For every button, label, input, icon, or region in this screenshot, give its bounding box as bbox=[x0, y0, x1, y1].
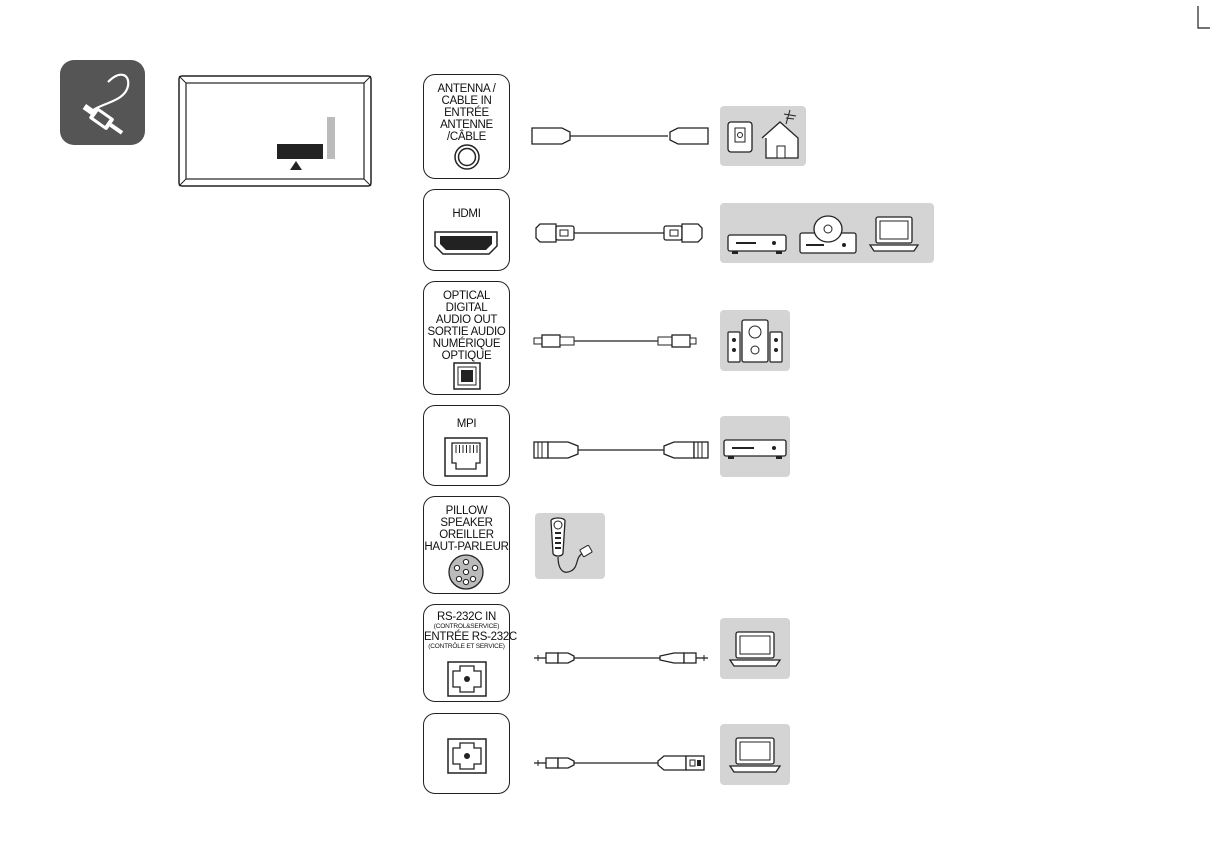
laptop-icon bbox=[868, 215, 920, 253]
port-label-line: ANTENNE bbox=[424, 119, 509, 131]
optical-port-icon bbox=[453, 362, 481, 390]
din-port-icon bbox=[447, 553, 485, 591]
port-antenna: ANTENNA / CABLE IN ENTRÉE ANTENNE /CÂBLE bbox=[423, 74, 510, 179]
port-label-line: RS-232C IN bbox=[424, 611, 509, 623]
port-pillow-speaker: PILLOW SPEAKER OREILLER HAUT-PARLEUR bbox=[423, 496, 510, 594]
port-label-line: SPEAKER bbox=[424, 517, 509, 529]
corner-mark bbox=[1196, 6, 1210, 30]
laptop-icon bbox=[720, 618, 790, 679]
coaxial-cable bbox=[530, 124, 710, 148]
dvd-player-icon bbox=[798, 211, 858, 257]
antenna-house-icon bbox=[720, 106, 806, 166]
port-optical: OPTICAL DIGITAL AUDIO OUT SORTIE AUDIO N… bbox=[423, 281, 510, 395]
port-label-line: CABLE IN bbox=[424, 95, 509, 107]
port-label-line: AUDIO OUT bbox=[424, 314, 509, 326]
port-label-line: ENTRÉE RS-232C bbox=[424, 631, 509, 643]
port-label-line: DIGITAL bbox=[424, 302, 509, 314]
port-label-line: OREILLER bbox=[424, 529, 509, 541]
pillow-speaker-remote-icon bbox=[535, 513, 605, 579]
port-label-line: ANTENNA / bbox=[424, 83, 509, 95]
port-sublabel: (CONTRÔLE ET SERVICE) bbox=[424, 643, 509, 651]
port-label-line: ENTRÉE bbox=[424, 107, 509, 119]
laptop-icon bbox=[720, 724, 790, 785]
tv-rear-panel-icon bbox=[178, 75, 372, 187]
port-label-line: HAUT-PARLEUR bbox=[424, 541, 509, 553]
jack-to-jack-cable bbox=[532, 648, 710, 668]
port-service-jack bbox=[423, 713, 510, 794]
jack-port-icon bbox=[447, 738, 487, 774]
set-top-box-icon bbox=[726, 231, 788, 255]
jack-to-usb-cable bbox=[532, 752, 708, 774]
port-sublabel: (CONTROL&SERVICE) bbox=[424, 623, 509, 631]
port-label-line: /CÂBLE bbox=[424, 131, 509, 143]
rj45-port-icon bbox=[444, 437, 488, 477]
hdmi-cable bbox=[534, 222, 710, 244]
hdmi-devices-panel bbox=[720, 203, 934, 263]
port-label-line: PILLOW bbox=[424, 505, 509, 517]
port-rs232c: RS-232C IN (CONTROL&SERVICE) ENTRÉE RS-2… bbox=[423, 604, 510, 702]
hdmi-port-icon bbox=[433, 230, 499, 256]
jack-port-icon bbox=[447, 661, 487, 697]
rj45-cable bbox=[532, 438, 710, 462]
port-label-line: SORTIE AUDIO bbox=[424, 326, 509, 338]
optical-cable bbox=[532, 332, 698, 350]
port-label-line: HDMI bbox=[424, 208, 509, 220]
port-hdmi: HDMI bbox=[423, 189, 510, 271]
port-label-line: OPTIQUE bbox=[424, 350, 509, 362]
set-top-box-icon bbox=[720, 416, 790, 477]
speaker-system-icon bbox=[720, 310, 790, 371]
cable-plug-icon bbox=[60, 60, 145, 145]
port-label-line: NUMÉRIQUE bbox=[424, 338, 509, 350]
port-mpi: MPI bbox=[423, 405, 510, 486]
port-label-line: MPI bbox=[424, 418, 509, 430]
port-label-line: OPTICAL bbox=[424, 290, 509, 302]
coax-port-icon bbox=[453, 143, 481, 171]
